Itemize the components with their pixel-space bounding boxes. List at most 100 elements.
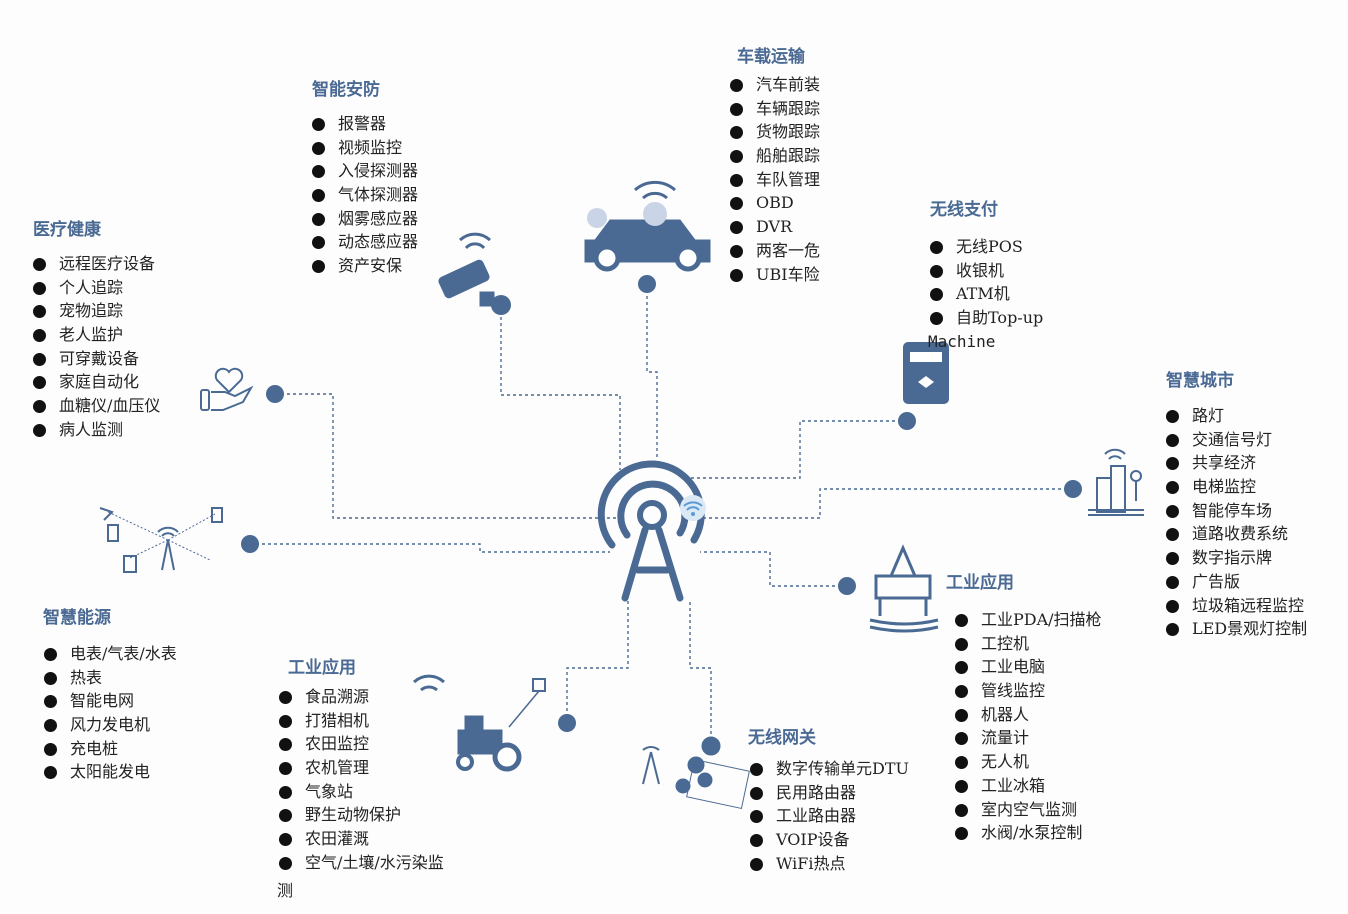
connector-city: [700, 488, 1073, 519]
connector-energy: [250, 543, 610, 553]
list-item: 农田灌溉: [279, 827, 444, 851]
connector-industry-right: [700, 551, 847, 587]
list-item: 数字传输单元DTU: [750, 757, 909, 781]
list-item: 入侵探测器: [312, 159, 418, 183]
list-item: 工业冰箱: [955, 774, 1102, 798]
list-item: 共享经济: [1166, 451, 1307, 475]
list-item: 病人监测: [33, 418, 160, 442]
node-industry-left: [558, 714, 576, 732]
list-item: 远程医疗设备: [33, 252, 160, 276]
list-item: 管线监控: [955, 679, 1102, 703]
section-title-gateway: 无线网关: [748, 728, 816, 748]
list-item: 太阳能发电: [44, 760, 177, 784]
list-item: 数字指示牌: [1166, 546, 1307, 570]
list-item: WiFi热点: [750, 852, 909, 876]
list-security: 报警器视频监控入侵探测器气体探测器烟雾感应器动态感应器资产安保: [312, 112, 418, 278]
list-item: 工业路由器: [750, 804, 909, 828]
list-item: 风力发电机: [44, 713, 177, 737]
list-item: 资产安保: [312, 254, 418, 278]
node-industry-right: [838, 577, 856, 595]
list-item: 农机管理: [279, 756, 444, 780]
connector-payment: [690, 420, 907, 479]
list-item: 视频监控: [312, 136, 418, 160]
list-item: 宠物追踪: [33, 299, 160, 323]
list-item: 烟雾感应器: [312, 207, 418, 231]
list-item: 民用路由器: [750, 781, 909, 805]
connector-security: [500, 305, 621, 470]
list-item: 道路收费系统: [1166, 522, 1307, 546]
list-item: ATM机: [930, 282, 1043, 306]
list-city: 路灯交通信号灯共享经济电梯监控智能停车场道路收费系统数字指示牌广告版垃圾箱远程监…: [1166, 404, 1307, 641]
list-item: 气象站: [279, 780, 444, 804]
section-title-payment: 无线支付: [930, 200, 998, 220]
list-item: 个人追踪: [33, 276, 160, 300]
node-vehicle: [638, 275, 656, 293]
node-medical: [266, 385, 284, 403]
connected-car-icon: [584, 180, 711, 272]
list-item: 工业PDA/扫描枪: [955, 608, 1102, 632]
list-item: 热表: [44, 666, 177, 690]
connector-industry-left: [566, 600, 629, 723]
list-item: 垃圾箱远程监控: [1166, 594, 1307, 618]
smart-city-icon: [1088, 448, 1144, 516]
list-item: 空气/土壤/水污染监: [279, 851, 444, 875]
node-security: [491, 295, 511, 315]
list-item: 流量计: [955, 726, 1102, 750]
section-title-energy: 智慧能源: [43, 608, 111, 628]
list-energy: 电表/气表/水表热表智能电网风力发电机充电桩太阳能发电: [44, 642, 177, 784]
section-title-industry-left: 工业应用: [288, 658, 356, 678]
section-title-security: 智能安防: [312, 80, 380, 100]
heart-hand-icon: [200, 367, 254, 411]
list-item: 家庭自动化: [33, 370, 160, 394]
list-item: 自助Top-up: [930, 306, 1043, 330]
list-item: LED景观灯控制: [1166, 617, 1307, 641]
list-item: 打猎相机: [279, 709, 444, 733]
list-item-overflow: Machine: [928, 332, 996, 351]
node-payment: [898, 412, 916, 430]
list-item: 无线POS: [930, 235, 1043, 259]
section-title-vehicle: 车载运输: [737, 47, 805, 67]
list-item: 水阀/水泵控制: [955, 821, 1102, 845]
section-title-medical: 医疗健康: [33, 220, 101, 240]
list-item-overflow: 测: [277, 881, 294, 900]
list-item: 老人监护: [33, 323, 160, 347]
list-item: 可穿戴设备: [33, 347, 160, 371]
cell-tower-icon: [597, 460, 705, 602]
list-item: 两客一危: [730, 239, 820, 263]
pos-terminal-icon: [903, 342, 949, 404]
list-item: 充电桩: [44, 737, 177, 761]
list-item: 车队管理: [730, 168, 820, 192]
list-item: 广告版: [1166, 570, 1307, 594]
list-item: VOIP设备: [750, 828, 909, 852]
list-item: 气体探测器: [312, 183, 418, 207]
list-item: 机器人: [955, 703, 1102, 727]
section-title-city: 智慧城市: [1166, 371, 1234, 391]
list-item: 动态感应器: [312, 230, 418, 254]
list-item: 交通信号灯: [1166, 428, 1307, 452]
energy-network-icon: [99, 507, 223, 573]
list-item: DVR: [730, 215, 820, 239]
connector-gateway: [689, 600, 712, 746]
oil-rig-icon: [869, 544, 939, 633]
list-item: 路灯: [1166, 404, 1307, 428]
list-item: 船舶跟踪: [730, 144, 820, 168]
tractor-icon: [412, 674, 546, 772]
list-item: 报警器: [312, 112, 418, 136]
list-item: 汽车前装: [730, 73, 820, 97]
cctv-camera-icon: [438, 232, 495, 307]
list-item: 货物跟踪: [730, 120, 820, 144]
gateway-network-icon: [642, 736, 750, 809]
list-item: 工业电脑: [955, 655, 1102, 679]
connector-medical: [275, 393, 620, 519]
list-industry-right: 工业PDA/扫描枪工控机工业电脑管线监控机器人流量计无人机工业冰箱室内空气监测水…: [955, 608, 1102, 845]
list-item: OBD: [730, 191, 820, 215]
list-item: 无人机: [955, 750, 1102, 774]
list-industry-left: 食品溯源打猎相机农田监控农机管理气象站野生动物保护农田灌溉空气/土壤/水污染监: [279, 685, 444, 875]
list-item: 血糖仪/血压仪: [33, 394, 160, 418]
list-item: 智能电网: [44, 689, 177, 713]
node-city: [1064, 480, 1082, 498]
